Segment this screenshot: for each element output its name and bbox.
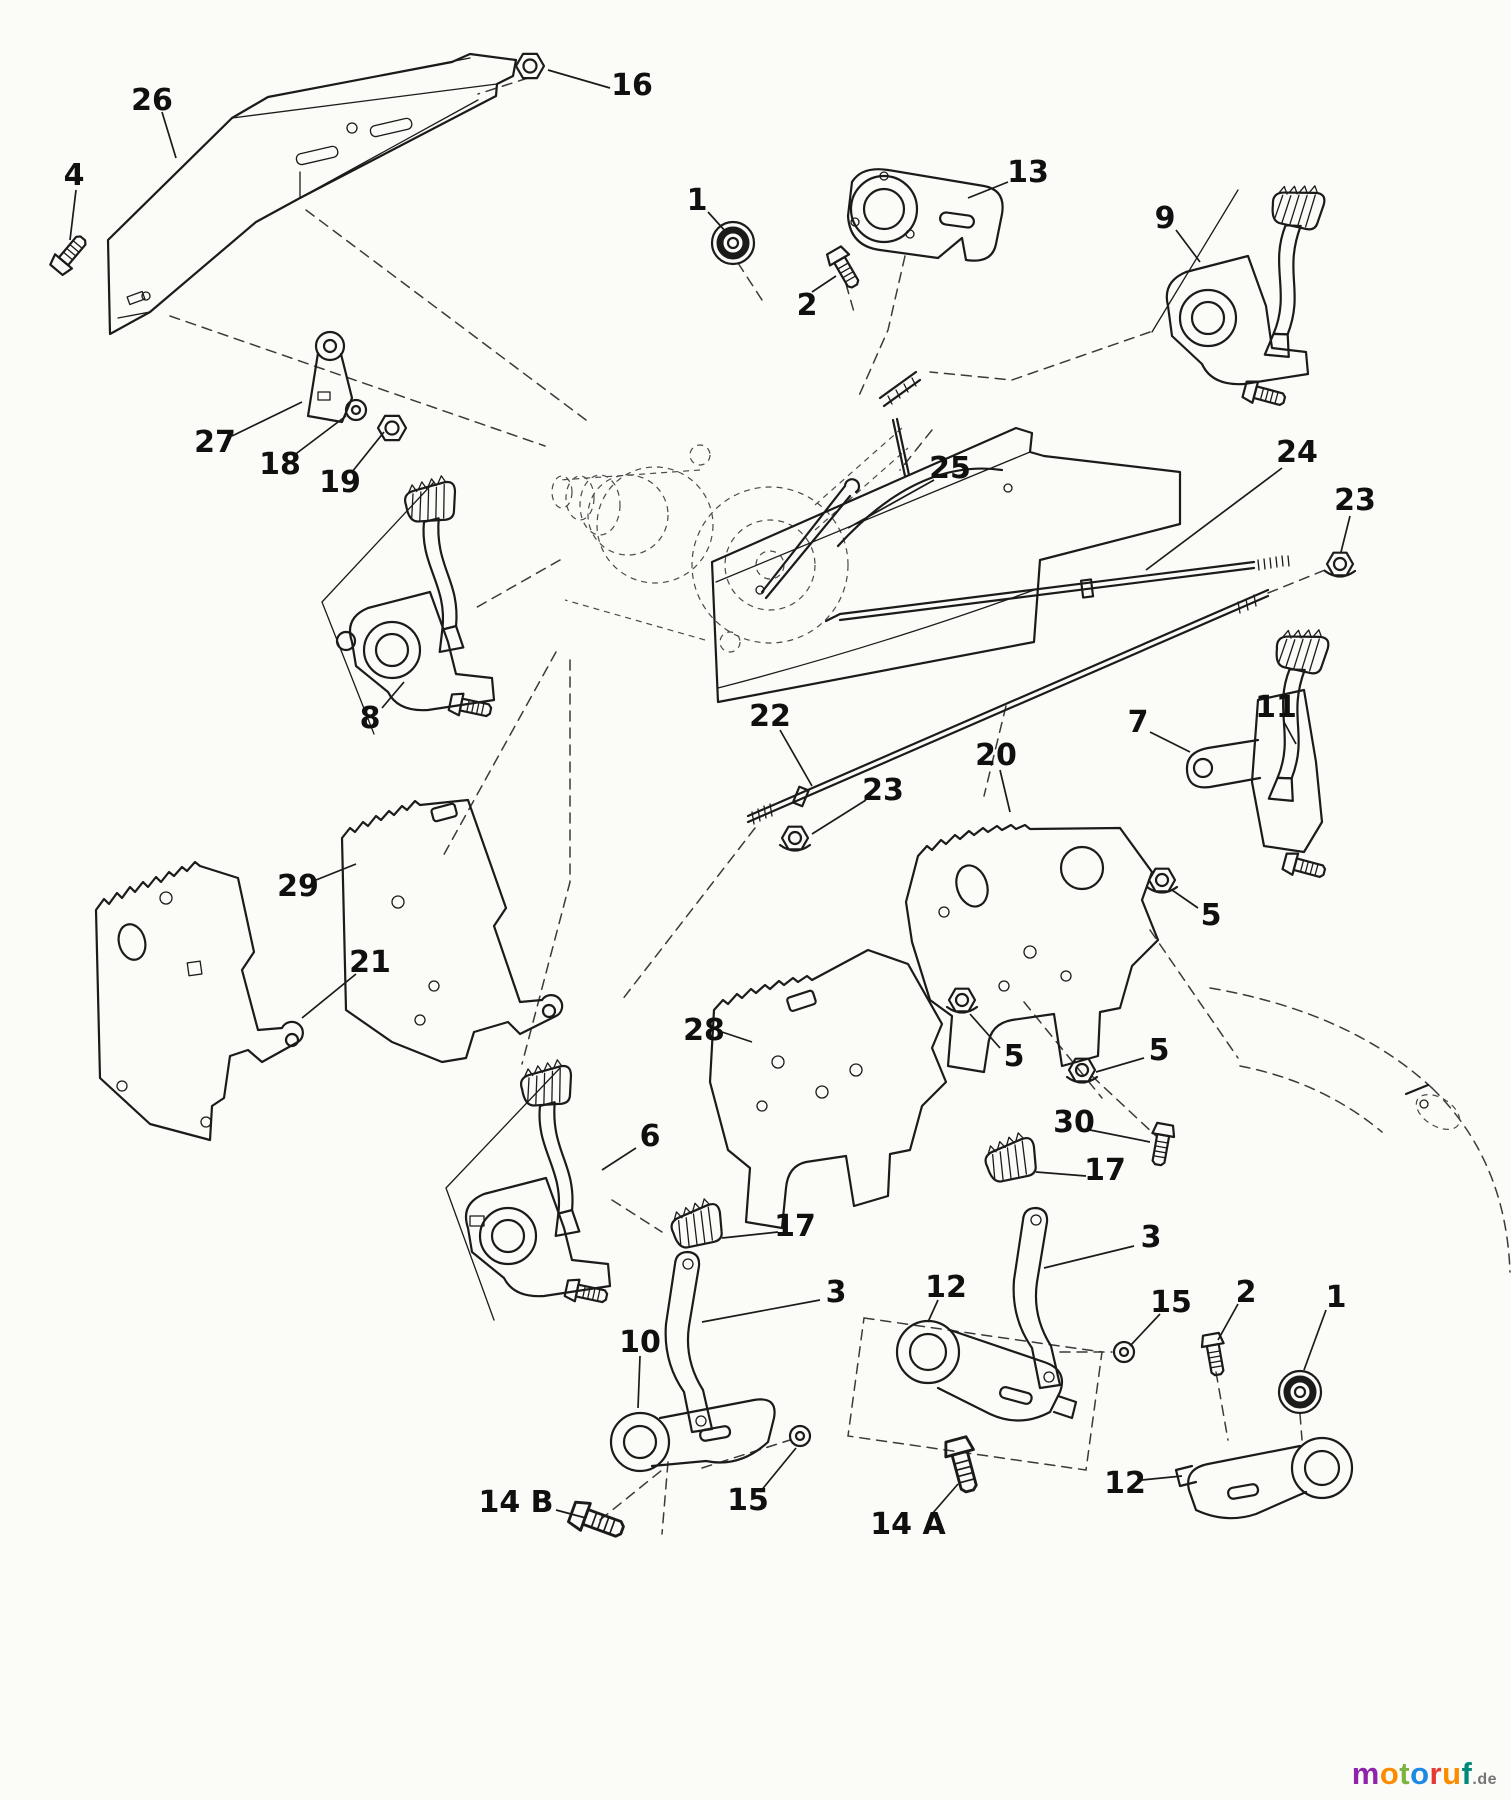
part-23-nut-bottom xyxy=(778,825,812,852)
callout-6: 6 xyxy=(640,1119,661,1154)
callout-5b: 5 xyxy=(1004,1039,1025,1074)
part-7-11-lever-assembly xyxy=(1185,623,1331,884)
callout-14a: 14 A xyxy=(870,1507,946,1542)
part-14a-bolt xyxy=(940,1434,985,1497)
part-24-rod xyxy=(824,555,1290,623)
callout-27: 27 xyxy=(194,425,236,460)
callout-7: 7 xyxy=(1128,705,1149,740)
callout-17a: 17 xyxy=(774,1209,816,1244)
part-30-bolt xyxy=(1146,1121,1178,1168)
part-13-bracket xyxy=(846,168,1004,262)
tractor-body-ghost xyxy=(1209,987,1511,1273)
callout-9: 9 xyxy=(1155,201,1176,236)
callouts: 26 4 16 1 13 2 9 27 18 19 25 24 23 8 22 … xyxy=(64,68,1376,1542)
part-1-bearing-bottom xyxy=(1279,1371,1321,1413)
callout-5c: 5 xyxy=(1149,1033,1170,1068)
callout-13: 13 xyxy=(1007,155,1049,190)
callout-8: 8 xyxy=(360,701,381,736)
part-28-bracket xyxy=(708,948,948,1230)
callout-18: 18 xyxy=(259,447,301,482)
part-6-lever-assembly xyxy=(445,1059,612,1321)
part-10-bracket xyxy=(609,1398,776,1473)
callout-19: 19 xyxy=(319,465,361,500)
callout-20: 20 xyxy=(975,738,1017,773)
part-17-grip-right xyxy=(979,1128,1042,1187)
callout-29: 29 xyxy=(277,869,319,904)
part-27-bracket xyxy=(306,330,354,424)
part-5-nut-b xyxy=(945,987,979,1014)
callout-23a: 23 xyxy=(1334,483,1376,518)
logo-letter: m xyxy=(1351,1756,1380,1791)
callout-17b: 17 xyxy=(1084,1153,1126,1188)
part-2-bolt-top xyxy=(823,243,866,293)
part-21-bracket xyxy=(94,860,304,1142)
callout-2a: 2 xyxy=(797,288,818,323)
callout-1b: 1 xyxy=(1326,1280,1347,1315)
callout-25: 25 xyxy=(929,451,971,486)
construction-lines xyxy=(169,77,1331,1535)
part-8-lever-assembly xyxy=(321,475,496,735)
logo-letter: o xyxy=(1379,1756,1400,1791)
callout-26: 26 xyxy=(131,83,173,118)
logo-suffix: .de xyxy=(1472,1771,1497,1788)
part-19-nut xyxy=(376,414,408,442)
logo-letter: f xyxy=(1461,1756,1473,1791)
part-26-belt-guard xyxy=(106,52,518,336)
part-16-nut xyxy=(514,52,546,80)
logo[interactable]: motoruf.de xyxy=(1352,1756,1497,1792)
logo-letter: t xyxy=(1399,1756,1411,1791)
callout-14b: 14 B xyxy=(478,1485,553,1520)
callout-28: 28 xyxy=(683,1013,725,1048)
part-25-cotter-pin xyxy=(760,417,911,600)
callout-3b: 3 xyxy=(1141,1220,1162,1255)
part-15-washer-left xyxy=(788,1424,812,1448)
part-3-strap-left xyxy=(664,1250,714,1434)
callout-2b: 2 xyxy=(1236,1275,1257,1310)
part-18-washer xyxy=(344,398,368,422)
part-22-rod xyxy=(746,588,1270,825)
logo-text: motoruf xyxy=(1352,1756,1473,1791)
part-3-strap-right xyxy=(1012,1206,1062,1390)
callout-22: 22 xyxy=(749,699,791,734)
callout-leaders xyxy=(69,69,1351,1519)
callout-3a: 3 xyxy=(826,1275,847,1310)
callout-4: 4 xyxy=(64,158,85,193)
part-23-nut-top xyxy=(1323,551,1357,578)
logo-letter: r xyxy=(1429,1756,1443,1791)
part-12-bracket-right xyxy=(1174,1436,1354,1520)
callout-11: 11 xyxy=(1255,690,1297,725)
callout-15a: 15 xyxy=(1150,1285,1192,1320)
callout-15b: 15 xyxy=(727,1483,769,1518)
callout-12a: 12 xyxy=(925,1270,967,1305)
logo-letter: o xyxy=(1410,1756,1430,1791)
callout-24: 24 xyxy=(1276,435,1318,470)
callout-5a: 5 xyxy=(1201,898,1222,933)
callout-23b: 23 xyxy=(862,773,904,808)
callout-1a: 1 xyxy=(687,183,708,218)
part-20-bracket xyxy=(904,823,1160,1074)
part-9-lever-assembly xyxy=(1151,179,1327,412)
callout-10: 10 xyxy=(619,1325,661,1360)
engine-ghost xyxy=(551,370,922,653)
part-17-grip-left xyxy=(665,1194,728,1253)
part-29-bracket xyxy=(340,798,564,1064)
callout-16: 16 xyxy=(611,68,653,103)
part-24-shield xyxy=(710,426,1182,704)
callout-30: 30 xyxy=(1053,1105,1095,1140)
part-12-bracket-center xyxy=(895,1319,1078,1422)
callout-12b: 12 xyxy=(1104,1466,1146,1501)
part-1-bearing-top xyxy=(712,222,754,264)
callout-21: 21 xyxy=(349,945,391,980)
part-2-bolt-bottom xyxy=(1198,1331,1230,1378)
logo-letter: u xyxy=(1442,1756,1462,1791)
